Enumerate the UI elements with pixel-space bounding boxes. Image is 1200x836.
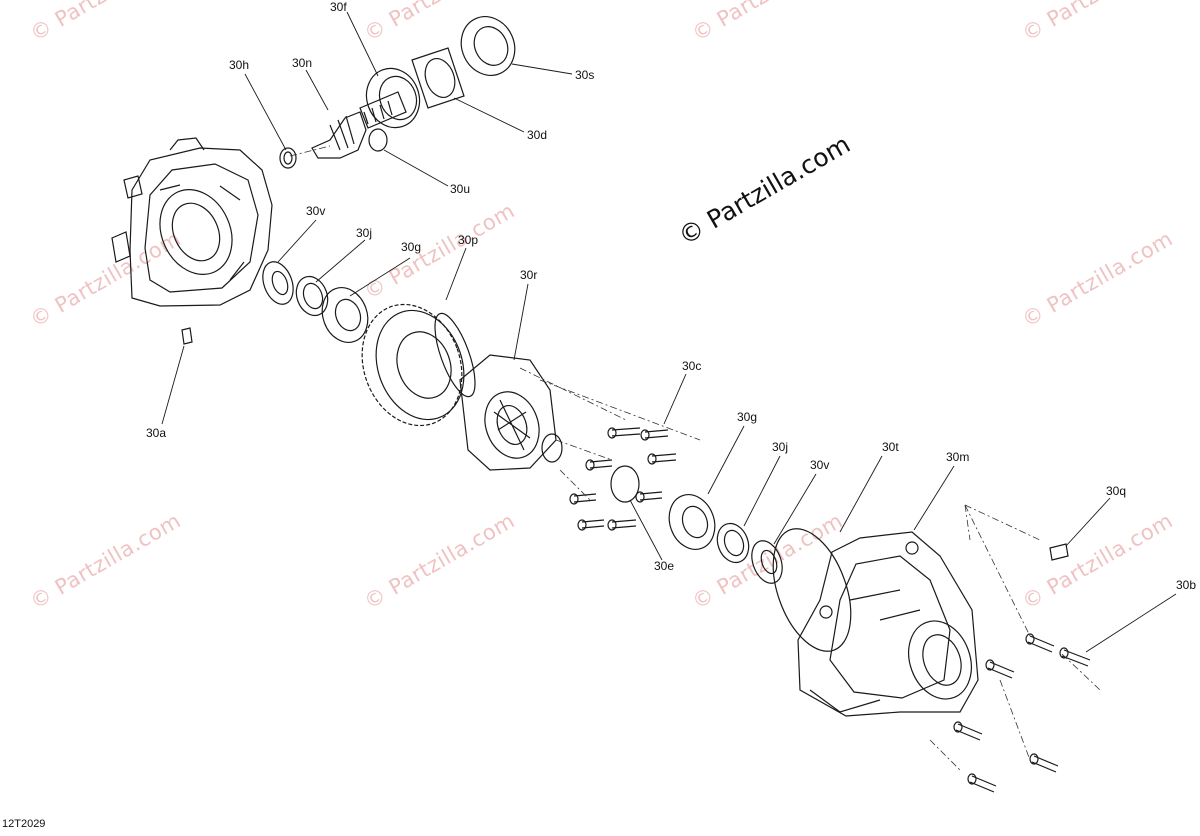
- figure-id: 12T2029: [2, 818, 46, 830]
- spacer-30j-left: [295, 275, 329, 317]
- oring-30e: [610, 465, 640, 503]
- seal-30v-left: [262, 261, 294, 305]
- spacer-30j-right: [716, 522, 750, 564]
- leader-lines: [161, 11, 1177, 653]
- callout-30u: 30u: [450, 182, 471, 196]
- bolts-30b: [953, 633, 1091, 793]
- bearing-30g-left: [321, 287, 369, 343]
- callout-30f: 30f: [330, 0, 347, 14]
- bolts-30c: [569, 427, 677, 531]
- callout-30s: 30s: [575, 68, 595, 82]
- plug-30q: [1049, 543, 1069, 561]
- callout-30t: 30t: [882, 440, 899, 454]
- callout-30e: 30e: [654, 559, 675, 573]
- callout-30g-bottom: 30g: [737, 410, 758, 424]
- right-housing-30m: [797, 531, 979, 717]
- callout-30j-bottom: 30j: [772, 440, 789, 454]
- callout-30v-top: 30v: [306, 204, 326, 218]
- left-housing: [111, 137, 273, 345]
- assembly-lines: [289, 145, 1101, 771]
- gasket-30t: [772, 528, 852, 652]
- callout-30c: 30c: [682, 359, 702, 373]
- callout-30v-bottom: 30v: [810, 458, 830, 472]
- callout-30r: 30r: [520, 268, 538, 282]
- differential-30r: [459, 354, 563, 471]
- oring-30u: [368, 128, 388, 152]
- callout-30d: 30d: [527, 128, 548, 142]
- callout-30q: 30q: [1106, 484, 1127, 498]
- callout-30g-top: 30g: [401, 240, 422, 254]
- callout-30a: 30a: [146, 426, 167, 440]
- pinion-shaft: [279, 91, 407, 169]
- callout-30j-top: 30j: [356, 226, 373, 240]
- seal-30v-right: [751, 540, 783, 584]
- seal-30s: [460, 16, 516, 76]
- callout-30h: 30h: [229, 58, 250, 72]
- bearing-30f: [365, 67, 421, 129]
- callout-30n: 30n: [292, 56, 313, 70]
- callout-30b: 30b: [1176, 578, 1197, 592]
- ring-gear-30p: [361, 303, 476, 427]
- bearing-retainer-30d: [411, 47, 465, 109]
- callout-30m: 30m: [946, 450, 970, 464]
- bearing-30g-right: [668, 494, 716, 550]
- callout-30p: 30p: [458, 233, 479, 247]
